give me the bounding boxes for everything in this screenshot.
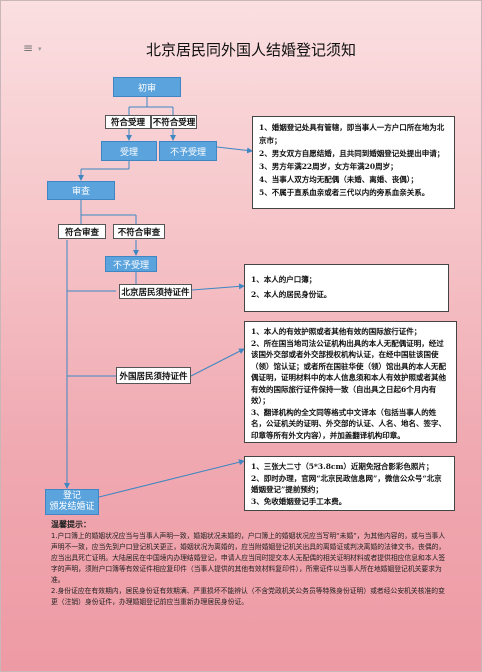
accept-box: 受理 <box>101 141 157 161</box>
examine-box: 审查 <box>47 181 115 200</box>
reject-register-box: 不予受理 <box>105 256 157 272</box>
conditions-box: 1、婚姻登记处具有管辖，即当事人一方户口所在地为北京市； 2、男女双方自愿结婚，… <box>252 116 455 209</box>
initial-review-box: 初审 <box>113 77 181 97</box>
notes-section: 温馨提示： 1.户口簿上的婚姻状况应当与当事人声明一致，婚姻状况未婚的，户口簿上… <box>51 519 451 608</box>
condition-item: 4、当事人双方均无配偶（未婚、离婚、丧偶）； <box>259 175 418 184</box>
condition-item: 3、男方年满22周岁，女方年满20周岁； <box>259 162 398 171</box>
condition-item: 1、婚姻登记处具有管辖，即当事人一方户口所在地为北京市； <box>259 123 445 145</box>
beijing-item: 2、本人的居民身份证。 <box>251 290 332 299</box>
register-line-1: 登记 <box>62 491 81 501</box>
beijing-item: 1、本人的户口簿； <box>251 275 317 284</box>
exam-fail-box: 不符合审查 <box>113 224 165 239</box>
condition-item: 5、不属于直系血亲或者三代以内的旁系血亲关系。 <box>259 188 430 197</box>
paragraph-marker-icon: ≡ <box>23 41 34 55</box>
accepted-box: 符合受理 <box>105 115 151 129</box>
page-title: 北京居民同外国人结婚登记须知 <box>145 41 356 59</box>
not-accepted-box: 不符合受理 <box>151 115 197 129</box>
note-item: 1.户口簿上的婚姻状况应当与当事人声明一致，婚姻状况未婚的，户口簿上的婚姻状况应… <box>51 532 446 584</box>
other-item: 1、三张大二寸（5*3.8cm）近期免冠合影彩色照片； <box>251 462 434 471</box>
other-list-box: 1、三张大二寸（5*3.8cm）近期免冠合影彩色照片； 2、即时办理，官网“北京… <box>244 456 455 511</box>
dropdown-arrow-icon: ▾ <box>38 45 42 53</box>
other-item: 3、免收婚姻登记手工本费。 <box>251 496 347 506</box>
exam-pass-box: 符合审查 <box>58 224 106 239</box>
foreign-item: 1、本人的有效护照或者其他有效的国际旅行证件； <box>251 327 422 336</box>
foreign-item: 3、翻译机构的全文同等格式中文译本（包括当事人的姓名，公证机关的证明、外交部的认… <box>251 407 446 440</box>
note-item: 2.身份证应在有效期内，居民身份证有效期满、严重损坏不能辨认（不含党政机关公务员… <box>51 587 445 606</box>
condition-item: 2、男女双方自愿结婚，且共同到婚姻登记处提出申请； <box>259 149 445 158</box>
foreign-list-box: 1、本人的有效护照或者其他有效的国际旅行证件； 2、所在国当地司法公证机构出具的… <box>244 321 457 443</box>
foreign-item: 2、所在国当地司法公证机构出具的本人无配偶证明，经过该国外交部或者外交部授权机构… <box>251 338 446 406</box>
foreign-docs-box: 外国居民须持证件 <box>116 367 191 384</box>
register-line-2: 颁发结婚证 <box>49 502 95 512</box>
beijing-list-box: 1、本人的户口簿； 2、本人的居民身份证。 <box>244 264 449 312</box>
notes-heading: 温馨提示： <box>51 520 91 529</box>
beijing-docs-box: 北京居民须持证件 <box>119 284 192 299</box>
reject-accept-box: 不予受理 <box>159 141 217 161</box>
other-item: 2、即时办理，官网“北京民政信息网”，微信公众号“北京婚姻登记”提前预约； <box>251 473 442 495</box>
register-box: 登记 颁发结婚证 <box>45 489 99 515</box>
